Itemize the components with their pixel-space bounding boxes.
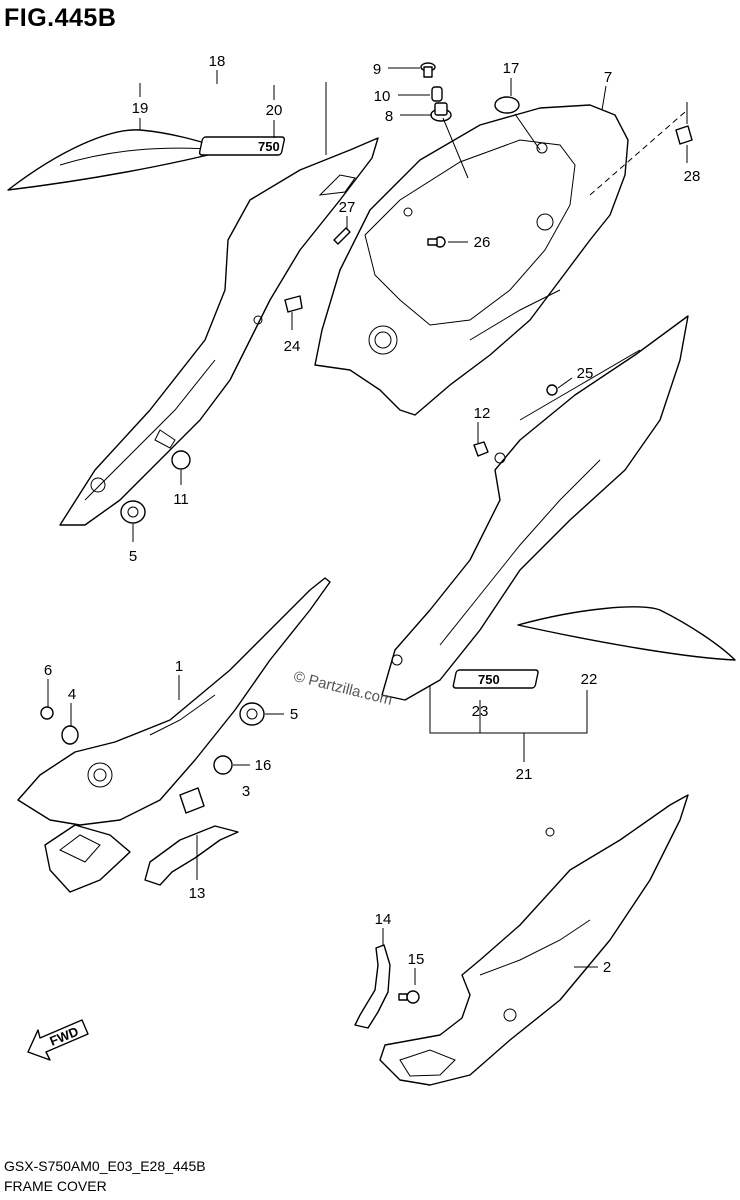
part-5-grommet-bottom[interactable] bbox=[239, 702, 265, 726]
callout-11: 11 bbox=[173, 491, 189, 508]
callout-18: 18 bbox=[209, 53, 226, 70]
callout-10: 10 bbox=[374, 88, 391, 105]
callout-5-upper: 5 bbox=[129, 548, 137, 565]
part-21-right-rear-cover[interactable] bbox=[381, 315, 689, 701]
callout-12: 12 bbox=[474, 405, 491, 422]
part-12-nut[interactable] bbox=[473, 441, 489, 457]
callout-4: 4 bbox=[68, 686, 76, 703]
section-name: FRAME COVER bbox=[4, 1178, 107, 1194]
callout-labels: 18 19 20 9 10 8 17 7 28 27 26 24 25 12 1… bbox=[44, 53, 701, 976]
part-17-cushion[interactable] bbox=[494, 96, 520, 114]
emblem-750-right: 750 bbox=[478, 672, 500, 687]
callout-17: 17 bbox=[503, 60, 520, 77]
callout-19: 19 bbox=[132, 100, 149, 117]
callout-26: 26 bbox=[474, 234, 491, 251]
part-9-bolt[interactable] bbox=[420, 62, 436, 78]
part-26-rivet[interactable] bbox=[427, 236, 446, 248]
part-5-grommet-top[interactable] bbox=[120, 500, 146, 524]
callout-25: 25 bbox=[577, 365, 594, 382]
part-14-stay-bracket[interactable] bbox=[354, 944, 391, 1029]
part-18-left-rear-cover[interactable] bbox=[59, 137, 379, 526]
part-4-collar[interactable] bbox=[61, 725, 79, 745]
leader-lines bbox=[47, 67, 688, 985]
part-6-bolt[interactable] bbox=[40, 706, 54, 720]
callout-16: 16 bbox=[255, 757, 272, 774]
part-2-right-frame-cover[interactable] bbox=[379, 794, 689, 1086]
callout-14: 14 bbox=[375, 911, 392, 928]
part-10-collar[interactable] bbox=[431, 86, 443, 102]
fwd-arrow: FWD bbox=[27, 1019, 89, 1061]
part-27-pad[interactable] bbox=[333, 227, 351, 245]
callout-24: 24 bbox=[284, 338, 301, 355]
callout-15: 15 bbox=[408, 951, 425, 968]
emblem-750-left: 750 bbox=[258, 139, 280, 154]
part-23-750-emblem[interactable]: 750 bbox=[452, 669, 539, 689]
callout-27: 27 bbox=[339, 199, 356, 216]
hardware bbox=[40, 62, 693, 1004]
drawing-code: GSX-S750AM0_E03_E28_445B bbox=[4, 1158, 206, 1174]
callout-22: 22 bbox=[581, 671, 598, 688]
part-22-stripe-decal[interactable] bbox=[517, 606, 736, 661]
callout-8: 8 bbox=[385, 108, 393, 125]
part-13-bracket[interactable] bbox=[144, 825, 239, 886]
part-20-750-emblem[interactable]: 750 bbox=[198, 136, 286, 156]
callout-6: 6 bbox=[44, 662, 52, 679]
part-11-cushion[interactable] bbox=[171, 450, 191, 470]
part-1-left-frame-cover[interactable] bbox=[17, 577, 331, 893]
part-25-screw[interactable] bbox=[546, 384, 558, 396]
part-19-stripe-decal[interactable] bbox=[7, 129, 229, 191]
part-3-cushion[interactable] bbox=[179, 787, 205, 814]
part-8-grommet[interactable] bbox=[430, 102, 452, 122]
callout-3: 3 bbox=[242, 783, 250, 800]
callout-1: 1 bbox=[175, 658, 183, 675]
part-16-cushion[interactable] bbox=[213, 755, 233, 775]
callout-28: 28 bbox=[684, 168, 701, 185]
callout-21: 21 bbox=[516, 766, 533, 783]
part-7-tail-cowl[interactable] bbox=[314, 104, 686, 416]
fwd-label: FWD bbox=[48, 1024, 81, 1049]
callout-20: 20 bbox=[266, 102, 283, 119]
figure-title: FIG.445B bbox=[4, 4, 117, 32]
callout-7: 7 bbox=[604, 69, 612, 86]
part-15-screw[interactable] bbox=[398, 990, 420, 1004]
callout-2: 2 bbox=[603, 959, 611, 976]
callout-9: 9 bbox=[373, 61, 381, 78]
part-28-clip[interactable] bbox=[675, 125, 693, 145]
part-24-spring-nut[interactable] bbox=[284, 295, 303, 313]
callout-23: 23 bbox=[472, 703, 489, 720]
callout-13: 13 bbox=[189, 885, 206, 902]
callout-5-lower: 5 bbox=[290, 706, 298, 723]
